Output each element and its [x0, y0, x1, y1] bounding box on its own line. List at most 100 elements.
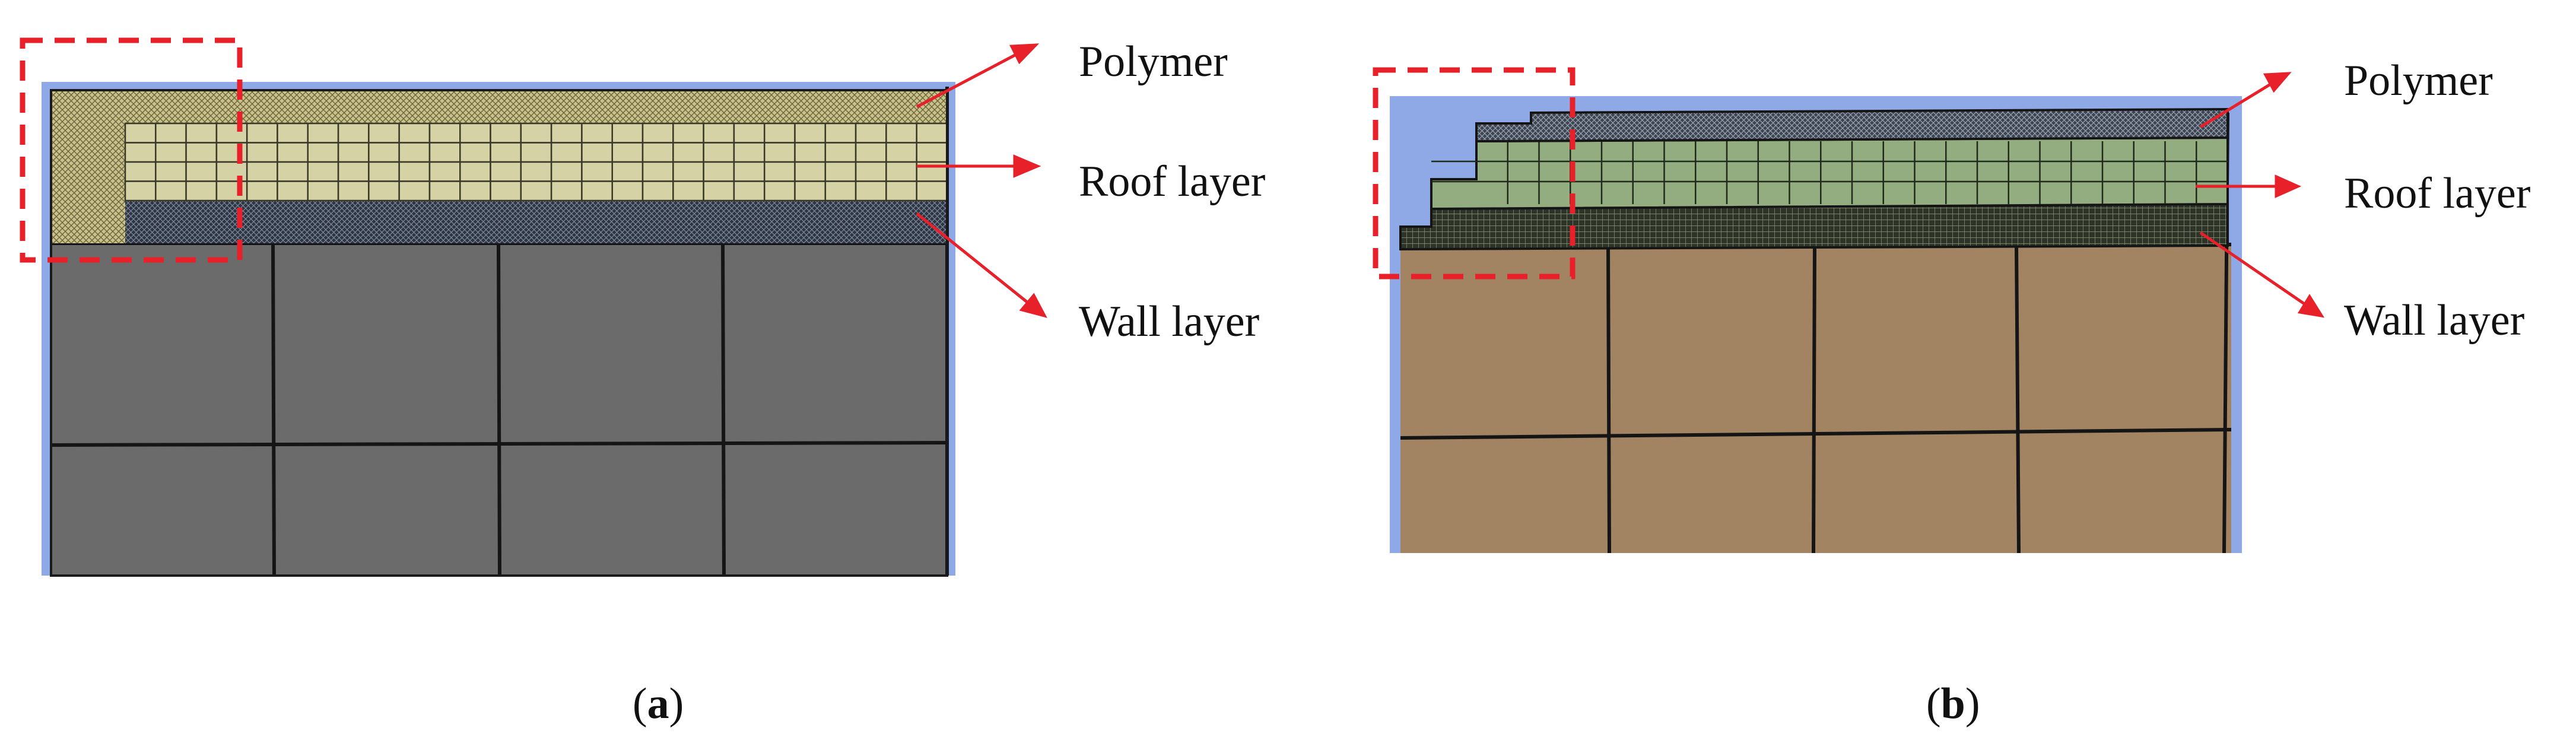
roof-mesh-cell [581, 180, 613, 202]
panel-a: Polymer Roof layer Wall layer (a) [20, 37, 1265, 728]
roof-mesh-cell [520, 161, 552, 182]
roof-mesh-cell [337, 180, 370, 202]
roof-mesh-cell [459, 142, 491, 163]
roof-mesh-cell [337, 161, 370, 182]
panel-b-caption-letter: b [1941, 679, 1965, 728]
panel-b-label-polymer: Polymer [2344, 56, 2493, 105]
roof-mesh-cell [885, 180, 917, 202]
roof-mesh-cell [611, 161, 644, 182]
roof-mesh-cell [124, 142, 157, 163]
roof-mesh-cell [794, 122, 827, 144]
roof-mesh-cell [459, 122, 491, 144]
panel-b-caption: (b) [1926, 679, 1980, 728]
roof-mesh-cell [307, 142, 339, 163]
roof-mesh-cell [398, 180, 431, 202]
panel-a-caption: (a) [633, 679, 684, 728]
roof-mesh-cell [185, 122, 218, 144]
roof-mesh-cell [672, 142, 704, 163]
roof-mesh-cell [428, 161, 461, 182]
roof-mesh-cell [246, 180, 278, 202]
panel-a-roof-layer [124, 122, 948, 202]
roof-mesh-cell [581, 122, 613, 144]
panel-b: Polymer Roof layer Wall layer (b) [1373, 56, 2530, 728]
panel-b-roof-layer [1430, 136, 2229, 211]
roof-mesh-cell [520, 180, 552, 202]
roof-mesh-cell [428, 142, 461, 163]
roof-mesh-cell [368, 161, 400, 182]
roof-mesh-cell [672, 122, 704, 144]
roof-mesh-cell [611, 142, 644, 163]
roof-mesh-cell [611, 180, 644, 202]
roof-mesh-cell [490, 122, 522, 144]
panel-b-polymer-layer [1475, 107, 2229, 143]
roof-mesh-cell [398, 161, 431, 182]
roof-mesh-cell [703, 142, 735, 163]
roof-mesh-cell [641, 122, 674, 144]
roof-mesh-cell [428, 122, 461, 144]
roof-mesh-cell [611, 122, 644, 144]
roof-mesh-cell [855, 180, 887, 202]
roof-mesh-cell [794, 180, 827, 202]
roof-mesh-cell [916, 142, 948, 163]
roof-mesh-cell [885, 161, 917, 182]
roof-mesh-cell [581, 142, 613, 163]
panel-a-caption-letter: a [647, 679, 669, 728]
roof-mesh-cell [641, 161, 674, 182]
panel-a-polymer-layer [51, 90, 947, 123]
roof-mesh-cell [246, 142, 278, 163]
panel-b-label-roof: Roof layer [2344, 169, 2530, 218]
roof-mesh-cell [368, 122, 400, 144]
roof-mesh-cell [368, 142, 400, 163]
roof-mesh-cell [185, 142, 218, 163]
roof-mesh-cell [641, 180, 674, 202]
roof-mesh-cell [733, 142, 766, 163]
roof-mesh-cell [824, 180, 857, 202]
roof-mesh-cell [885, 122, 917, 144]
roof-mesh-cell [124, 122, 157, 144]
roof-mesh-cell [824, 142, 857, 163]
roof-mesh-cell [337, 142, 370, 163]
roof-mesh-cell [307, 161, 339, 182]
roof-mesh-cell [733, 122, 766, 144]
roof-mesh-cell [246, 122, 278, 144]
roof-mesh-cell [490, 180, 522, 202]
roof-mesh-cell [855, 122, 887, 144]
roof-mesh-cell [763, 161, 796, 182]
roof-mesh-cell [520, 122, 552, 144]
panel-b-arrows [2196, 72, 2325, 318]
roof-mesh-cell [185, 161, 218, 182]
roof-mesh-cell [641, 142, 674, 163]
panel-b-wall-layer [1399, 202, 2229, 251]
panel-b-label-wall: Wall layer [2344, 296, 2524, 345]
roof-mesh-cell [246, 161, 278, 182]
roof-mesh-cell [459, 161, 491, 182]
roof-mesh-cell [277, 161, 309, 182]
roof-mesh-cell [794, 142, 827, 163]
roof-mesh-cell [916, 122, 948, 144]
roof-mesh-cell [855, 142, 887, 163]
roof-mesh-cell [550, 180, 583, 202]
roof-mesh-cell [277, 142, 309, 163]
roof-mesh-cell [277, 180, 309, 202]
panel-a-outline [50, 89, 948, 577]
roof-mesh-cell [337, 122, 370, 144]
roof-mesh-cell [155, 142, 187, 163]
roof-mesh-cell [824, 122, 857, 144]
roof-mesh-cell [550, 161, 583, 182]
panel-a-highlight-box [20, 37, 243, 263]
roof-mesh-cell [672, 180, 704, 202]
roof-mesh-cell [763, 122, 796, 144]
panel-a-polymer-corner [51, 90, 125, 243]
roof-mesh-cell [581, 161, 613, 182]
panel-b-highlight-box [1373, 67, 1576, 279]
roof-mesh-cell [672, 161, 704, 182]
roof-mesh-cell [428, 180, 461, 202]
roof-mesh-cell [550, 122, 583, 144]
roof-mesh-cell [155, 122, 187, 144]
roof-mesh-cell [398, 142, 431, 163]
roof-mesh-cell [885, 142, 917, 163]
roof-mesh-cell [490, 142, 522, 163]
roof-mesh-cell [763, 142, 796, 163]
roof-mesh-cell [155, 180, 187, 202]
